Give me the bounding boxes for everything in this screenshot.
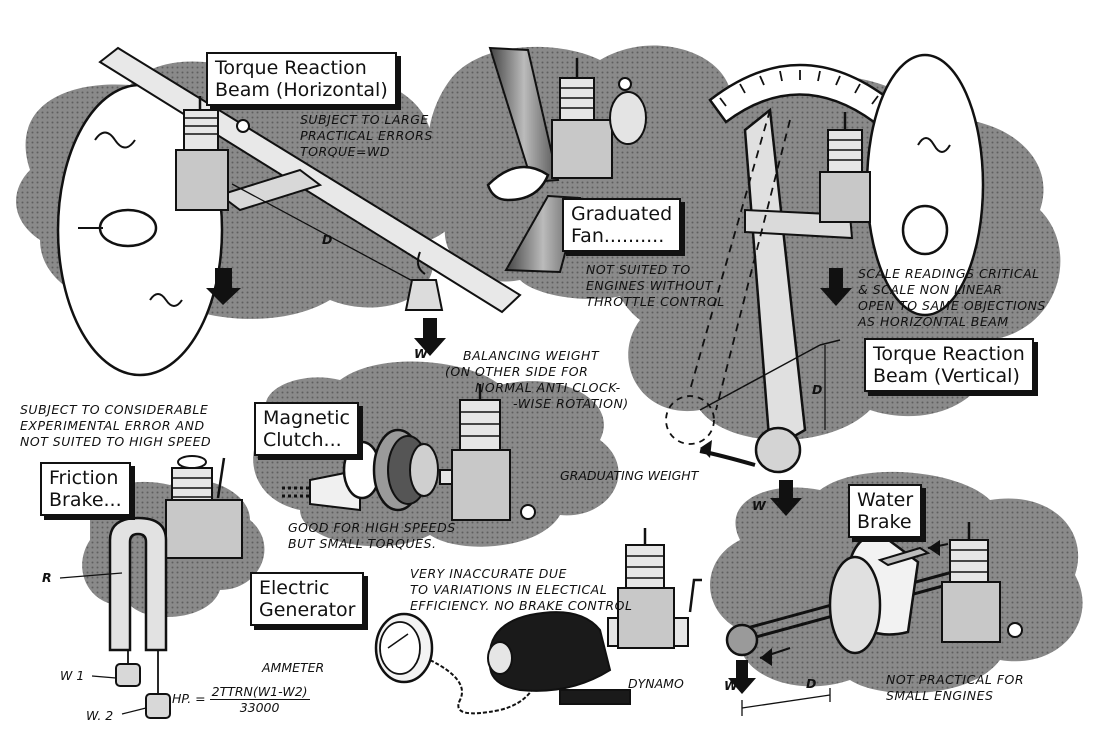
label-d-horizontal: D <box>322 232 333 247</box>
note-line: -WISE ROTATION) <box>513 396 629 411</box>
title-line-1: Torque Reaction <box>873 343 1025 365</box>
label-d-water: D <box>806 676 817 691</box>
label-dynamo: DYNAMO <box>628 676 684 691</box>
formula-lhs: HP. = <box>172 691 206 706</box>
label-graduating-weight: GRADUATING WEIGHT <box>560 468 698 483</box>
label-w-water: W <box>724 678 738 693</box>
label-w-vertical: W <box>752 498 766 513</box>
note-line: THROTTLE CONTROL <box>586 294 725 309</box>
vertical-beam-illustration <box>665 53 985 516</box>
note-line: AS HORIZONTAL BEAM <box>858 314 1009 329</box>
graduated-fan-illustration <box>486 46 647 274</box>
note-line: NOT SUITED TO <box>586 262 691 277</box>
note-line: NOT SUITED TO HIGH SPEED <box>20 434 212 449</box>
note-line: EXPERIMENTAL ERROR AND <box>20 418 205 433</box>
note-vertical-beam: SCALE READINGS CRITICAL & SCALE NON LINE… <box>858 266 1046 330</box>
note-balancing-weight: BALANCING WEIGHT (ON OTHER SIDE FOR NORM… <box>445 348 629 412</box>
note-horizontal-beam: SUBJECT TO LARGE PRACTICAL ERRORS TORQUE… <box>300 112 433 160</box>
note-friction-brake: SUBJECT TO CONSIDERABLE EXPERIMENTAL ERR… <box>20 402 211 450</box>
note-line: OPEN TO SAME OBJECTIONS <box>858 298 1046 313</box>
label-d-vertical: D <box>812 382 823 397</box>
note-line: SUBJECT TO CONSIDERABLE <box>20 402 209 417</box>
title-line-1: Electric <box>259 577 330 599</box>
title-line-2: Beam (Vertical) <box>873 365 1020 387</box>
title-line-2: Brake <box>857 511 912 533</box>
label-w1: W 1 <box>60 668 85 683</box>
note-water-brake: NOT PRACTICAL FOR SMALL ENGINES <box>886 672 1024 704</box>
note-line: GOOD FOR HIGH SPEEDS <box>288 520 456 535</box>
formula-fraction: 2TTRN(W1-W2) 33000 <box>209 684 310 715</box>
title-line-2: Beam (Horizontal) <box>215 79 388 101</box>
graduating-weight-text: GRADUATING WEIGHT <box>560 468 699 483</box>
title-line-2: Clutch... <box>263 429 342 451</box>
electric-generator-illustration <box>374 528 702 715</box>
note-line: EFFICIENCY. NO BRAKE CONTROL <box>410 598 633 613</box>
note-line: NOT PRACTICAL FOR <box>886 672 1025 687</box>
label-r: R <box>42 570 52 585</box>
horsepower-formula: HP. = 2TTRN(W1-W2) 33000 <box>172 684 310 715</box>
note-line: BUT SMALL TORQUES. <box>288 536 437 551</box>
note-electric-generator: VERY INACCURATE DUE TO VARIATIONS IN ELE… <box>410 566 632 614</box>
title-electric-generator: Electric Generator <box>250 572 365 626</box>
title-line-1: Magnetic <box>263 407 351 429</box>
title-line-2: Fan.......... <box>571 225 665 247</box>
note-line: TORQUE=WD <box>300 144 391 159</box>
title-line-2: Brake... <box>49 489 122 511</box>
title-line-2: Generator <box>259 599 356 621</box>
magnetic-clutch-illustration <box>282 384 536 521</box>
note-line: SUBJECT TO LARGE <box>300 112 429 127</box>
friction-brake-illustration <box>59 455 243 719</box>
note-line: SCALE READINGS CRITICAL <box>858 266 1040 281</box>
note-line: PRACTICAL ERRORS <box>300 128 433 143</box>
label-ammeter: AMMETER <box>262 660 325 675</box>
title-line-1: Water <box>857 489 914 511</box>
note-line: BALANCING WEIGHT <box>463 348 600 363</box>
title-line-1: Graduated <box>571 203 673 225</box>
note-line: ENGINES WITHOUT <box>586 278 713 293</box>
title-line-1: Torque Reaction <box>215 57 367 79</box>
formula-numerator: 2TTRN(W1-W2) <box>209 684 310 700</box>
note-line: SMALL ENGINES <box>886 688 994 703</box>
note-line: (ON OTHER SIDE FOR <box>445 364 589 379</box>
title-line-1: Friction <box>49 467 119 489</box>
title-torque-reaction-beam-horizontal: Torque Reaction Beam (Horizontal) <box>206 52 397 106</box>
title-friction-brake: Friction Brake... <box>40 462 131 516</box>
title-water-brake: Water Brake <box>848 484 923 538</box>
horizontal-beam-illustration <box>56 46 522 377</box>
title-graduated-fan: Graduated Fan.......... <box>562 198 682 252</box>
note-line: TO VARIATIONS IN ELECTICAL <box>410 582 608 597</box>
label-w2: W. 2 <box>86 708 114 723</box>
note-magnetic-clutch: GOOD FOR HIGH SPEEDS BUT SMALL TORQUES. <box>288 520 456 552</box>
label-w-horizontal: W <box>414 346 428 361</box>
water-brake-illustration <box>725 522 1023 716</box>
note-line: & SCALE NON LINEAR <box>858 282 1003 297</box>
title-magnetic-clutch: Magnetic Clutch... <box>254 402 360 456</box>
note-graduated-fan: NOT SUITED TO ENGINES WITHOUT THROTTLE C… <box>586 262 725 310</box>
title-torque-reaction-beam-vertical: Torque Reaction Beam (Vertical) <box>864 338 1034 392</box>
note-line: VERY INACCURATE DUE <box>410 566 567 581</box>
formula-denominator: 33000 <box>239 700 280 715</box>
note-line: NORMAL ANTI CLOCK- <box>475 380 621 395</box>
